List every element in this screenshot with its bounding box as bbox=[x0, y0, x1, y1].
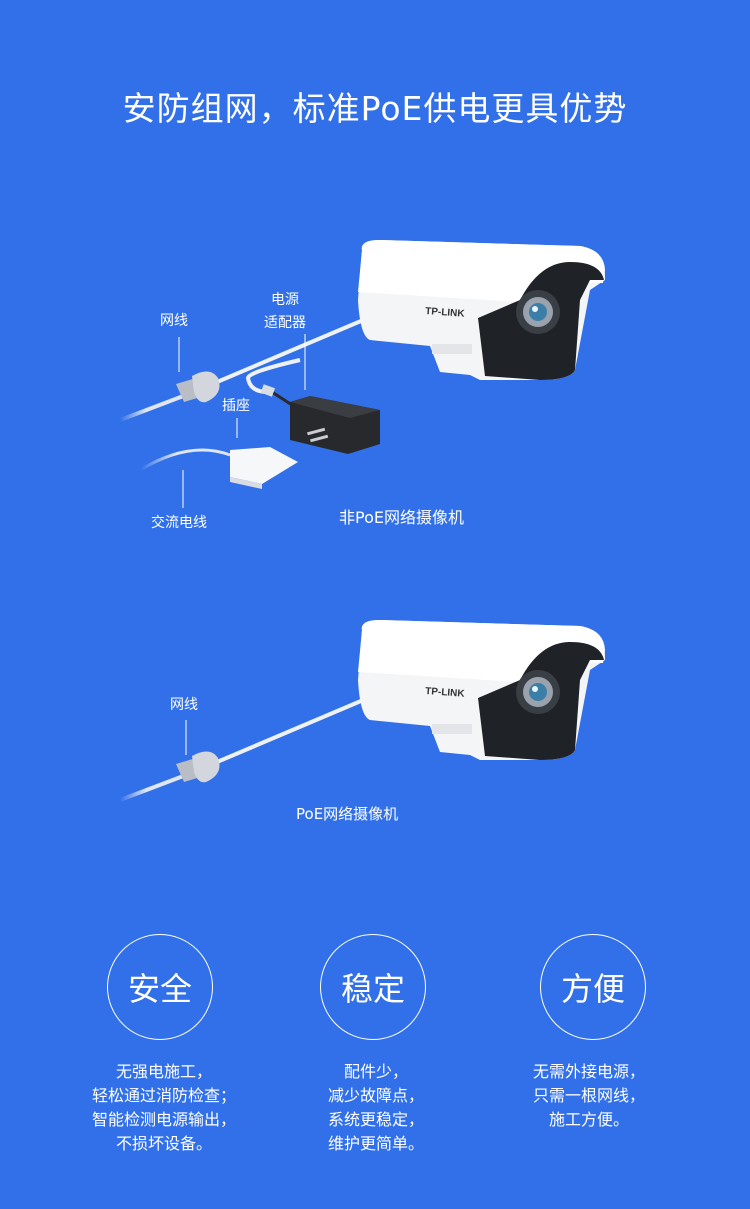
desc-line: 施工方便。 bbox=[548, 1110, 629, 1129]
page-title: 安防组网，标准PoE供电更具优势 bbox=[122, 89, 628, 128]
desc-line: 无需外接电源， bbox=[532, 1062, 645, 1081]
desc-line: 配件少， bbox=[343, 1062, 408, 1081]
desc-line: 轻松通过消防检查； bbox=[91, 1086, 236, 1105]
desc-line: 减少故障点， bbox=[327, 1086, 424, 1105]
desc-line: 维护更简单。 bbox=[327, 1134, 424, 1153]
label-power-adapter-line1: 电源 bbox=[271, 292, 299, 308]
feature-convenient-description: 无需外接电源， 只需一根网线， 施工方便。 bbox=[479, 1060, 699, 1132]
illustrations: TP-LINK TP-LINK bbox=[119, 240, 606, 802]
caption-non-poe-camera: 非PoE网络摄像机 bbox=[339, 508, 464, 527]
desc-line: 只需一根网线， bbox=[532, 1086, 645, 1105]
camera-brand-logo: TP-LINK bbox=[425, 686, 466, 700]
desc-line: 无强电施工， bbox=[115, 1062, 212, 1081]
feature-stable-description: 配件少， 减少故障点， 系统更稳定， 维护更简单。 bbox=[266, 1060, 486, 1156]
feature-convenient-badge: 方便 bbox=[540, 934, 646, 1040]
label-ac-cable: 交流电线 bbox=[151, 515, 207, 531]
label-socket: 插座 bbox=[222, 398, 250, 414]
feature-safe-description: 无强电施工， 轻松通过消防检查； 智能检测电源输出， 不损坏设备。 bbox=[54, 1060, 274, 1156]
desc-line: 系统更稳定， bbox=[327, 1110, 424, 1129]
camera-brand-logo: TP-LINK bbox=[425, 306, 466, 320]
label-network-cable-poe: 网线 bbox=[170, 697, 198, 713]
feature-safe-badge: 安全 bbox=[107, 934, 213, 1040]
label-network-cable: 网线 bbox=[160, 313, 188, 329]
desc-line: 智能检测电源输出， bbox=[91, 1110, 236, 1129]
label-power-adapter-line2: 适配器 bbox=[264, 315, 306, 331]
desc-line: 不损坏设备。 bbox=[115, 1134, 212, 1153]
label-power-adapter: 电源 适配器 bbox=[262, 289, 308, 335]
caption-poe-camera: PoE网络摄像机 bbox=[296, 805, 399, 823]
feature-stable-badge: 稳定 bbox=[320, 934, 426, 1040]
